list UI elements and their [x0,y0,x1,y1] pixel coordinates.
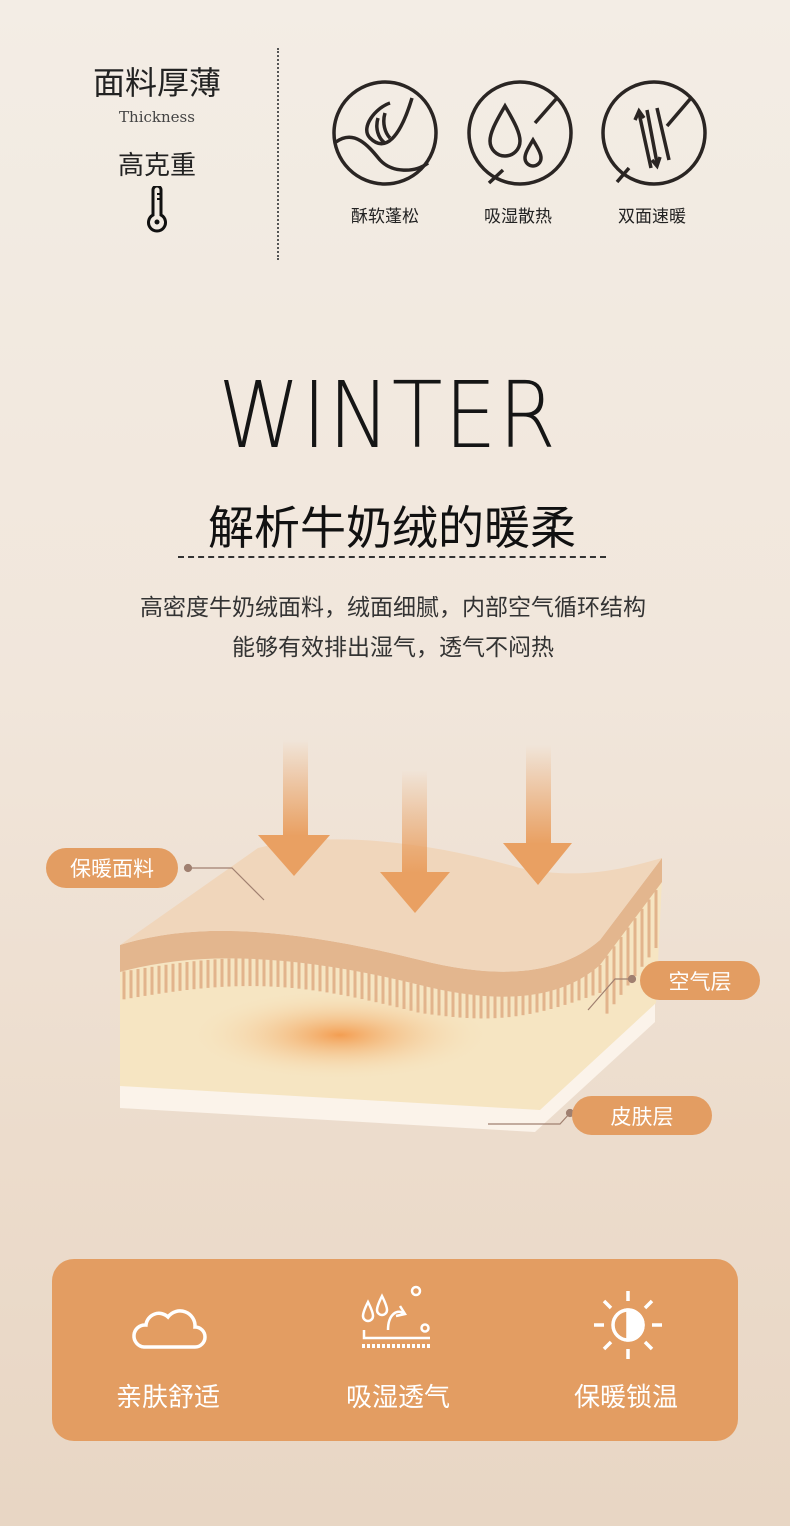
spec-value: 高克重 [117,151,197,181]
section-heading: 解析牛奶绒的暖柔 [208,501,576,555]
feather-soft-icon [332,80,438,186]
description-line: 能够有效排出湿气，透气不闷热 [232,635,554,661]
leader-lines [183,863,637,1125]
spec-title: 面料厚薄 [92,64,222,102]
heading-underline [178,556,606,558]
divider [277,48,279,260]
feature-label: 亲肤舒适 [115,1383,221,1413]
two-way-arrows-icon [601,80,707,186]
sun-icon [594,1291,662,1359]
label-air-layer: 空气层 [640,961,760,1000]
fabric-edge [120,858,662,997]
feature-label: 吸湿透气 [345,1383,451,1413]
feature-label: 酥软蓬松 [351,207,419,227]
feature-label: 保暖锁温 [573,1383,679,1413]
feature-label: 双面速暖 [618,207,686,227]
top-feature-icons [332,80,707,186]
spec-subtitle: Thickness [119,108,195,126]
water-drops-icon [467,80,573,186]
feature-label: 吸湿散热 [484,207,552,227]
label-warm-fabric: 保暖面料 [46,848,178,888]
thermometer-icon [147,186,167,233]
heat-arrow [380,770,450,913]
moisture-wicking-icon [361,1285,432,1348]
fabric-layer-diagram [120,740,662,1132]
cloud-icon [132,1309,207,1349]
fabric-surface [120,839,662,972]
warm-glow [190,990,490,1080]
features-card: 亲肤舒适 吸湿透气 保暖锁温 [52,1259,738,1441]
heat-arrow [503,745,572,885]
winter-logo: WINTER [218,362,558,469]
description-line: 高密度牛奶绒面料，绒面细腻，内部空气循环结构 [140,595,646,621]
heat-arrow [258,740,330,876]
label-skin-layer: 皮肤层 [572,1096,712,1135]
